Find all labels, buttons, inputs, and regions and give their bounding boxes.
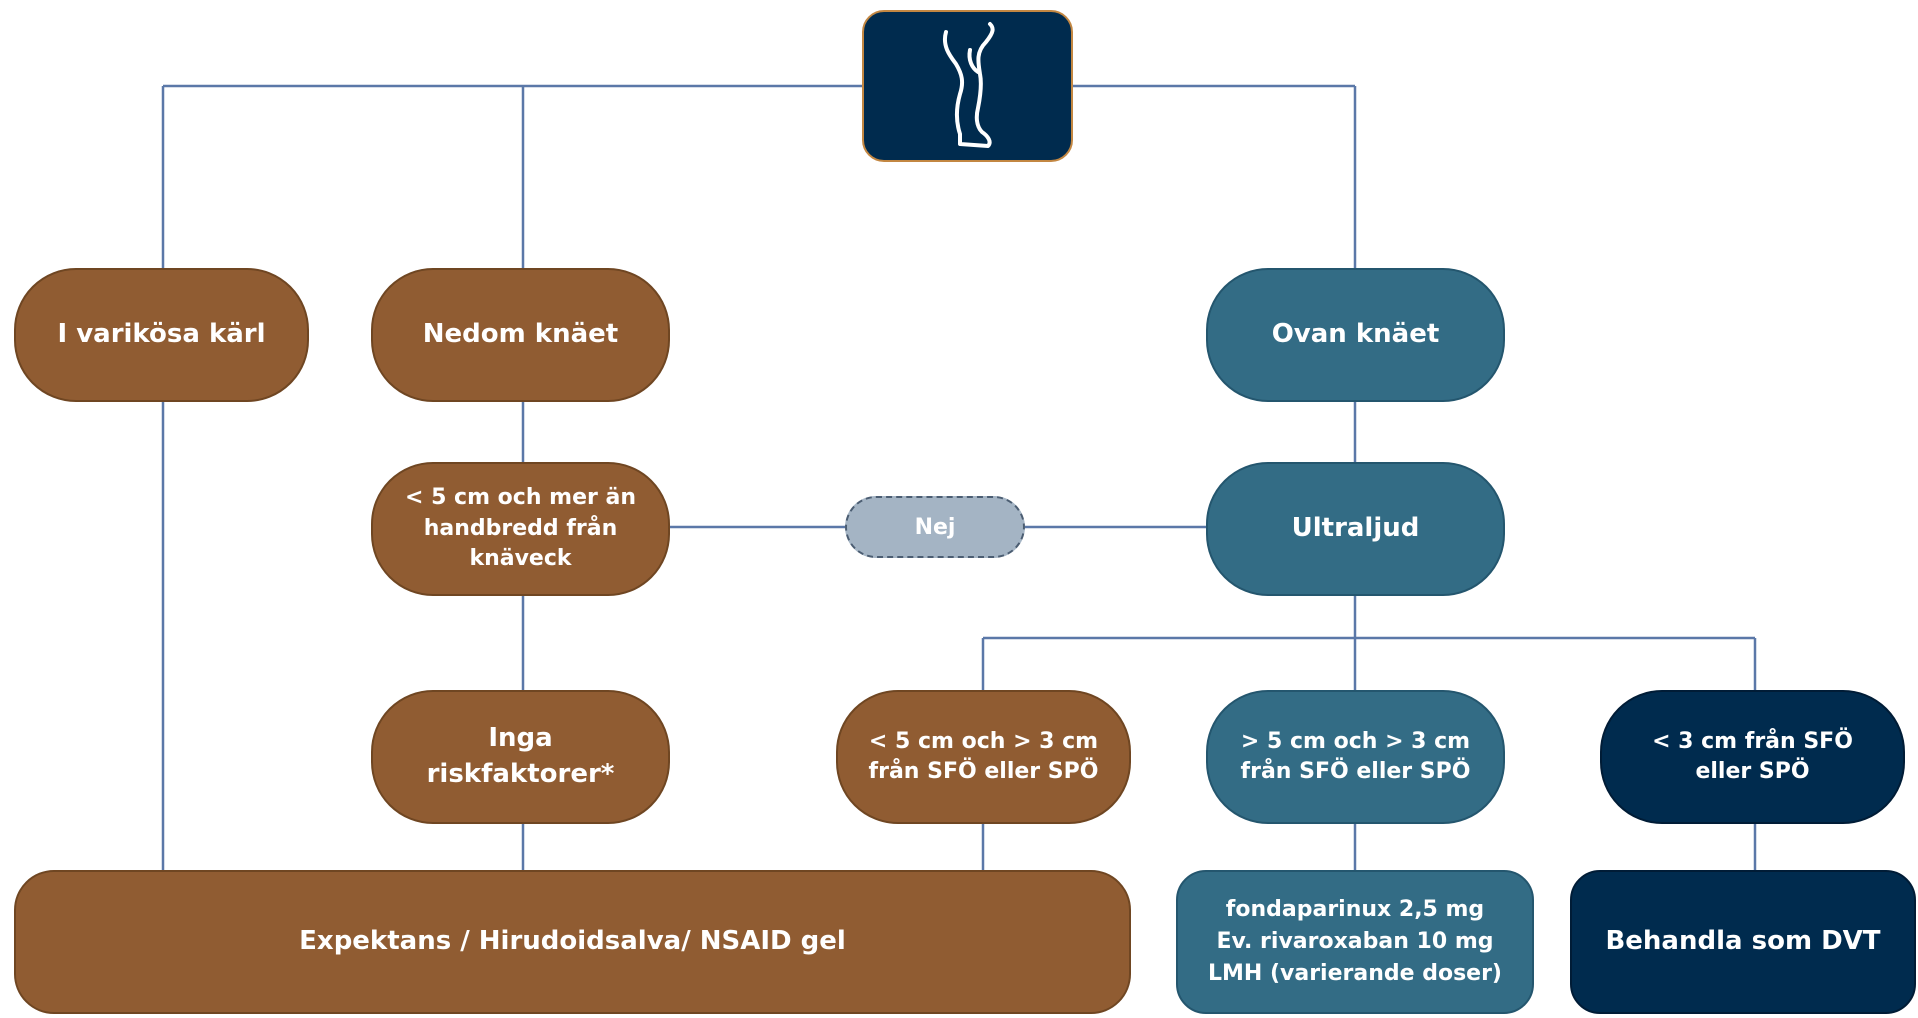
node-under-5cm: < 5 cm och mer än handbredd från knäveck bbox=[371, 462, 670, 596]
node-lt5-gt3: < 5 cm och > 3 cm från SFÖ eller SPÖ bbox=[836, 690, 1131, 824]
node-expektans: Expektans / Hirudoidsalva/ NSAID gel bbox=[14, 870, 1131, 1014]
node-inga-riskfaktorer: Inga riskfaktorer* bbox=[371, 690, 670, 824]
node-ovan-knaet-label: Ovan knäet bbox=[1271, 319, 1440, 350]
node-lt3: < 3 cm från SFÖ eller SPÖ bbox=[1600, 690, 1905, 824]
node-gt5-gt3-label: > 5 cm och > 3 cm från SFÖ eller SPÖ bbox=[1240, 728, 1471, 784]
node-fondaparinux: fondaparinux 2,5 mg Ev. rivaroxaban 10 m… bbox=[1176, 870, 1534, 1014]
node-nej-label: Nej bbox=[914, 514, 956, 540]
leg-icon-box bbox=[862, 10, 1073, 162]
node-variko: I varikösa kärl bbox=[14, 268, 309, 402]
node-lt5-gt3-label: < 5 cm och > 3 cm från SFÖ eller SPÖ bbox=[868, 728, 1099, 784]
node-nedom-knaet: Nedom knäet bbox=[371, 268, 670, 402]
node-ultraljud-label: Ultraljud bbox=[1291, 513, 1420, 544]
leg-icon bbox=[943, 22, 995, 148]
node-behandla-dvt-label: Behandla som DVT bbox=[1605, 926, 1881, 957]
node-fondaparinux-label: fondaparinux 2,5 mg Ev. rivaroxaban 10 m… bbox=[1207, 897, 1502, 986]
node-ultraljud: Ultraljud bbox=[1206, 462, 1505, 596]
node-gt5-gt3: > 5 cm och > 3 cm från SFÖ eller SPÖ bbox=[1206, 690, 1505, 824]
node-ovan-knaet: Ovan knäet bbox=[1206, 268, 1505, 402]
node-inga-riskfaktorer-label: Inga riskfaktorer* bbox=[426, 723, 615, 789]
node-behandla-dvt: Behandla som DVT bbox=[1570, 870, 1916, 1014]
node-expektans-label: Expektans / Hirudoidsalva/ NSAID gel bbox=[299, 926, 846, 957]
node-nej: Nej bbox=[845, 496, 1025, 558]
node-lt3-label: < 3 cm från SFÖ eller SPÖ bbox=[1652, 728, 1853, 784]
node-variko-label: I varikösa kärl bbox=[57, 319, 266, 350]
node-under-5cm-label: < 5 cm och mer än handbredd från knäveck bbox=[404, 485, 637, 572]
node-nedom-knaet-label: Nedom knäet bbox=[422, 319, 619, 350]
